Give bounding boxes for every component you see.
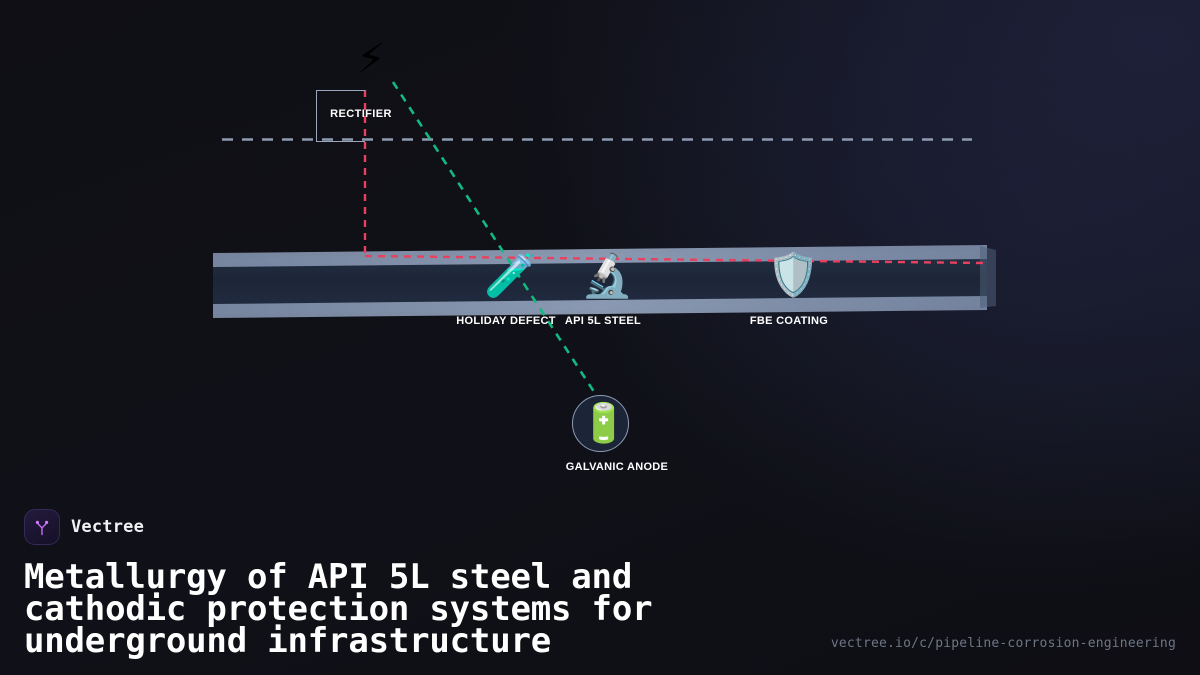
diagram-canvas (213, 81, 996, 399)
page-title: Metallurgy of API 5L steel and cathodic … (24, 557, 673, 661)
node-label-api-5l-steel: API 5L STEEL (564, 315, 642, 327)
microscope-icon: 🔬 (581, 251, 634, 300)
shield-icon: 🛡️ (767, 250, 820, 299)
pipe-end-cap (980, 246, 996, 308)
vectree-tree-glyph-icon (35, 520, 49, 536)
impressed-current-cable (363, 90, 986, 265)
pipeline-body (213, 245, 996, 318)
node-label-fbe-coating: FBE COATING (749, 315, 829, 327)
pipe-bottom-coating (213, 296, 987, 318)
rectifier-label: RECTIFIER (330, 108, 392, 120)
high-voltage-icon: ⚡ (356, 34, 386, 83)
vectree-logo (24, 509, 60, 545)
brand-row: Vectree (24, 509, 1176, 545)
node-label-holiday-defect: HOLIDAY DEFECT (456, 315, 556, 327)
test-tube-icon: 🧪 (484, 251, 537, 300)
battery-icon: 🔋 (580, 401, 628, 445)
pipeline-cathodic-protection-diagram: RECTIFIER ⚡ 🧪 HOLIDAY DEFECT 🔬 API 5L ST… (213, 34, 996, 473)
card-footer: Vectree Metallurgy of API 5L steel and c… (0, 509, 1200, 675)
node-label-galvanic-anode: GALVANIC ANODE (565, 461, 669, 473)
galvanic-anode-badge (572, 395, 629, 452)
galvanic-anode-cable (391, 81, 600, 399)
rectifier-box (316, 90, 365, 142)
brand-name: Vectree (71, 517, 145, 537)
pipe-top-coating (213, 245, 987, 267)
site-url: vectree.io/c/pipeline-corrosion-engineer… (830, 636, 1176, 651)
